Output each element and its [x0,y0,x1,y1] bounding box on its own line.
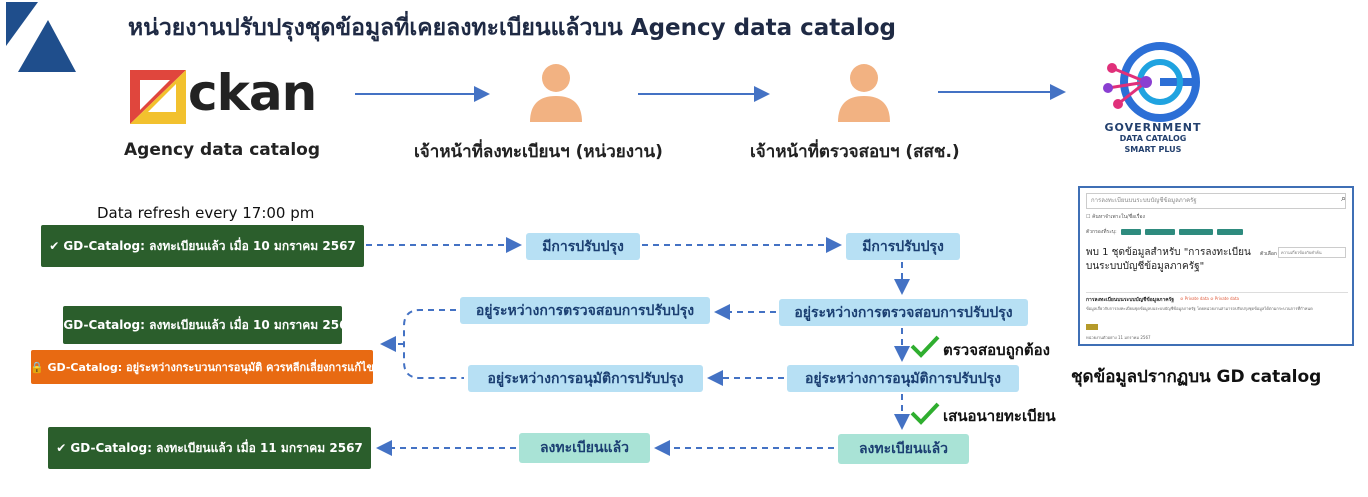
search-icon[interactable]: ⌕ [1340,194,1346,204]
title-only-checkbox[interactable]: ☐ ค้นหาจำเพาะใน/ชื่อเรื่อง [1086,214,1145,220]
reviewer-caption: เจ้าหน้าที่ตรวจสอบฯ (สสช.) [750,142,960,162]
step-updated-right: มีการปรับปรุง [846,233,960,260]
filter-tag[interactable] [1216,229,1243,235]
government-logo-text: GOVERNMENT DATA CATALOG SMART PLUS [1104,121,1202,154]
results-count: พบ 1 ชุดข้อมูลสำหรับ "การลงทะเบียนบนระบบ… [1086,247,1251,272]
status-badge-approval-in-progress: 🔒 GD-Catalog: อยู่ระหว่างกระบวนการอนุมัต… [30,350,374,384]
status-badge-registered-10-b: ✔ GD-Catalog: ลงทะเบียนแล้ว เมื่อ 10 มกร… [49,306,356,344]
divider [1086,292,1348,293]
registrar-person-icon [530,64,582,122]
filter-tag[interactable] [1144,229,1175,235]
screenshot-caption: ชุดข้อมูลปรากฏบน GD catalog [1071,367,1322,387]
filter-tag[interactable] [1178,229,1213,235]
corner-triangle-logo [6,2,76,78]
step-reviewing-left: อยู่ระหว่างการตรวจสอบการปรับปรุง [460,297,710,324]
filter-tags: ตัวกรองที่ระบุ: [1086,228,1243,236]
check-icon-proposed [910,402,940,425]
step-registered-right: ลงทะเบียนแล้ว [838,434,969,464]
format-badge [1086,324,1098,330]
search-input[interactable]: การลงทะเบียนบนระบบบัญชีข้อมูลภาครัฐ [1086,193,1346,209]
verified-label: ตรวจสอบถูกต้อง [943,341,1050,359]
status-badge-registered-10: ✔ GD-Catalog: ลงทะเบียนแล้ว เมื่อ 10 มกร… [41,225,364,267]
sort-label: ตัวเลือก [1260,251,1277,257]
check-icon-verified [910,335,940,358]
step-approving-right: อยู่ระหว่างการอนุมัติการปรับปรุง [787,365,1019,392]
dataset-meta: หน่วยงานตัวอย่าง 11 มกราคม 2567 [1086,335,1151,340]
proposed-label: เสนอนายทะเบียน [943,407,1056,425]
sort-select[interactable]: ความเกี่ยวข้องกับคำค้น [1278,247,1346,258]
registrar-caption: เจ้าหน้าที่ลงทะเบียนฯ (หน่วยงาน) [414,142,663,162]
step-registered-left: ลงทะเบียนแล้ว [519,433,650,463]
private-tags: ⊘ Private data ⊘ Private data [1180,296,1239,301]
step-updated-left: มีการปรับปรุง [526,233,640,260]
refresh-note: Data refresh every 17:00 pm [97,204,315,222]
step-approving-left: อยู่ระหว่างการอนุมัติการปรับปรุง [468,365,703,392]
filter-tag[interactable] [1120,229,1141,235]
step-reviewing-right: อยู่ระหว่างการตรวจสอบการปรับปรุง [779,299,1028,326]
gd-catalog-screenshot: การลงทะเบียนบนระบบบัญชีข้อมูลภาครัฐ ⌕ ☐ … [1078,186,1354,346]
top-flow-arrows [355,84,1066,102]
agency-catalog-caption: Agency data catalog [124,140,321,160]
government-data-catalog-logo [1103,42,1200,122]
dataset-title-link[interactable]: การลงทะเบียนบนระบบบัญชีข้อมูลภาครัฐ [1086,297,1175,303]
ckan-logo-icon [130,70,186,124]
ckan-wordmark: ckan [188,64,317,122]
page-title: หน่วยงานปรับปรุงชุดข้อมูลที่เคยลงทะเบียน… [128,15,896,41]
dataset-description: ข้อมูลเกี่ยวกับการลงทะเบียนชุดข้อมูลบนระ… [1086,306,1313,311]
status-badge-registered-11: ✔ GD-Catalog: ลงทะเบียนแล้ว เมื่อ 11 มกร… [48,427,371,469]
reviewer-person-icon [838,64,890,122]
